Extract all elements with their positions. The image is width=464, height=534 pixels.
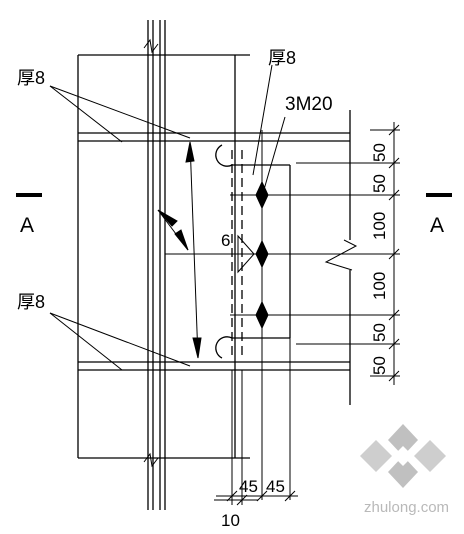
dim-v-5: 50 [370, 323, 389, 342]
dim-v-3: 100 [370, 212, 389, 240]
label-leaders [49, 64, 286, 371]
section-mark-left-label: A [20, 214, 34, 237]
bolts-label: 3M20 [285, 94, 333, 115]
watermark-logo [360, 424, 446, 488]
vertical-dimensions: 50 50 100 100 50 50 [296, 122, 400, 385]
watermark-text: zhulong.com [364, 499, 449, 516]
dim-v-4: 100 [370, 272, 389, 300]
dim-b-3: 10 [221, 511, 240, 530]
bolt-2 [255, 239, 269, 269]
weld-size-label: 6 [221, 231, 230, 250]
plate-label: 厚8 [268, 48, 296, 68]
beam-flanges [235, 110, 358, 405]
leader-arrows [157, 141, 202, 359]
bolt-1 [255, 180, 269, 210]
stiffener-top [78, 132, 235, 142]
dim-b-2: 45 [266, 477, 285, 496]
bottom-dimensions: 45 45 10 [214, 338, 298, 530]
stiffener-bottom-label: 厚8 [17, 292, 45, 312]
dim-v-2: 50 [370, 174, 389, 193]
dim-v-1: 50 [370, 143, 389, 162]
section-mark-right: A [426, 193, 452, 237]
section-mark-right-label: A [430, 214, 444, 237]
stiffener-bottom [78, 361, 235, 371]
shear-plate [215, 144, 291, 360]
column [77, 20, 250, 510]
dim-v-6: 50 [370, 356, 389, 375]
weld-symbol: 6 [165, 231, 258, 274]
stiffener-top-label: 厚8 [17, 68, 45, 88]
section-mark-left: A [16, 193, 42, 237]
bolts [230, 130, 296, 345]
bolt-3 [255, 300, 269, 330]
dim-b-1: 45 [239, 477, 258, 496]
